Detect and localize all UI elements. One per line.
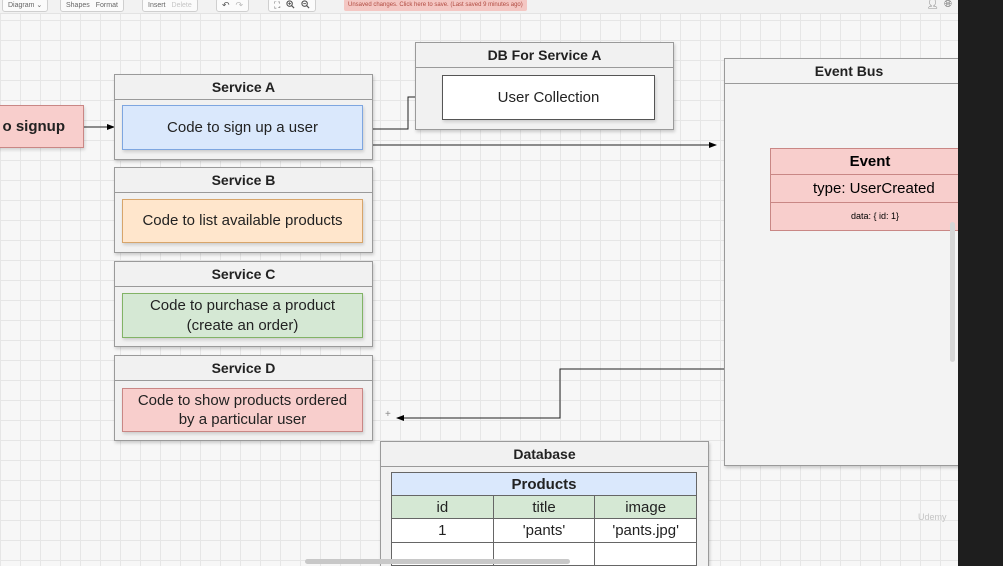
event-bus-to-service-d-arrow [396, 368, 724, 421]
table-cell: 1 [391, 518, 494, 543]
event-bus-box[interactable]: Event Bus [724, 58, 958, 466]
table-cell: 'pants' [492, 518, 596, 543]
user-collection-box: User Collection [442, 75, 655, 120]
diagram-menu-group: Diagram ⌄ [2, 0, 49, 12]
column-header-id: id [391, 495, 494, 519]
table-cell [594, 542, 697, 566]
zoom-in-icon[interactable] [286, 0, 295, 11]
delete-button[interactable]: Delete [171, 1, 192, 9]
table-row: 1 'pants' 'pants.jpg' [391, 518, 697, 543]
column-header-title: title [492, 495, 596, 519]
redo-icon[interactable]: ↷ [235, 0, 244, 10]
insert-button[interactable]: Insert [148, 1, 166, 9]
connection-point-plus: + [385, 409, 391, 420]
service-b-title: Service B [115, 168, 372, 193]
shapes-button[interactable]: Shapes [66, 1, 90, 9]
user-icon[interactable]: 👤︎ [926, 0, 939, 10]
db-service-a-title: DB For Service A [416, 43, 673, 68]
service-c-body: Code to purchase a product (create an or… [122, 293, 363, 338]
service-d-box[interactable]: Service D Code to show products ordered … [114, 355, 373, 441]
fullscreen-icon[interactable]: ⛶ [274, 0, 281, 10]
undo-icon[interactable]: ↶ [222, 0, 230, 10]
vertical-scrollbar[interactable] [950, 222, 955, 362]
column-header-image: image [594, 495, 697, 519]
event-data: data: { id: 1} [851, 211, 900, 221]
service-d-body: Code to show products ordered by a parti… [122, 388, 363, 432]
diagram-canvas[interactable]: Diagram ⌄ Shapes Format Insert Delete ↶ … [0, 0, 958, 566]
format-button[interactable]: Format [95, 1, 118, 9]
service-a-box[interactable]: Service A Code to sign up a user [114, 74, 373, 160]
service-b-body: Code to list available products [122, 199, 363, 243]
globe-icon[interactable]: 🌐︎ [944, 0, 952, 10]
event-title: Event [771, 149, 958, 175]
products-table: Products id title image 1 'pants' 'pants… [391, 472, 697, 566]
service-b-box[interactable]: Service B Code to list available product… [114, 167, 373, 253]
zoom-out-icon[interactable] [301, 0, 310, 11]
view-group: ⛶ [268, 0, 317, 12]
event-type: type: UserCreated [771, 175, 958, 203]
service-a-title: Service A [115, 75, 372, 100]
signup-trigger-box[interactable]: o signup [0, 105, 84, 148]
signup-label: o signup [2, 118, 66, 135]
unsaved-changes-notice[interactable]: Unsaved changes. Click here to save. (La… [344, 0, 527, 11]
insert-group: Insert Delete [142, 0, 198, 12]
service-c-box[interactable]: Service C Code to purchase a product (cr… [114, 261, 373, 347]
toolbar: Diagram ⌄ Shapes Format Insert Delete ↶ … [0, 0, 958, 14]
undo-redo-group: ↶ ↷ [216, 0, 250, 12]
table-cell: 'pants.jpg' [594, 518, 697, 543]
service-d-title: Service D [115, 356, 372, 381]
panel-toggle-group: Shapes Format [60, 0, 124, 12]
watermark: Udemy [918, 512, 947, 522]
service-c-title: Service C [115, 262, 372, 287]
diagram-menu[interactable]: Diagram ⌄ [8, 2, 43, 9]
event-box[interactable]: Event type: UserCreated data: { id: 1} [770, 148, 958, 231]
products-table-name: Products [391, 472, 697, 496]
database-title: Database [381, 442, 708, 467]
service-a-body: Code to sign up a user [122, 105, 363, 150]
horizontal-scrollbar[interactable] [305, 559, 570, 564]
db-service-a-box[interactable]: DB For Service A User Collection [415, 42, 674, 130]
event-bus-title: Event Bus [725, 59, 958, 84]
account-area: 👤︎ 🌐︎ [926, 0, 952, 10]
